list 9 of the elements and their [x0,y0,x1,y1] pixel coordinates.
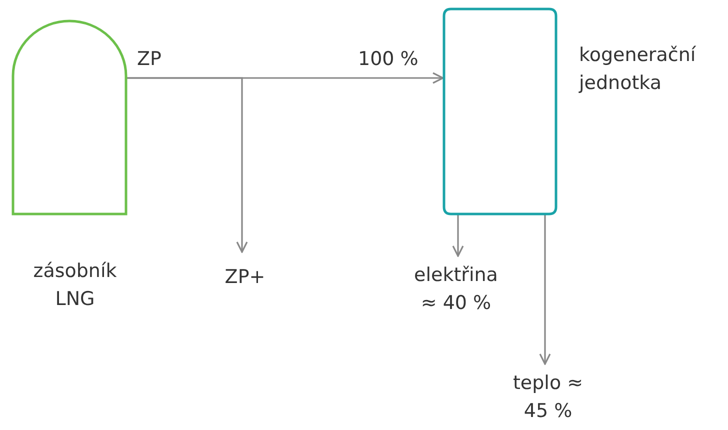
unit-label: kogenerační jednotka [579,43,697,96]
flow-label: ZP+ [224,265,266,290]
arrow [539,215,551,365]
flow-label: elektřina ≈ 40 % [413,263,499,316]
flow-label: teplo ≈ 45 % [512,371,584,424]
arrow [452,215,464,257]
flow-label: 100 % [358,47,418,72]
tank-label: zásobník LNG [32,259,118,312]
arrow [127,77,248,253]
